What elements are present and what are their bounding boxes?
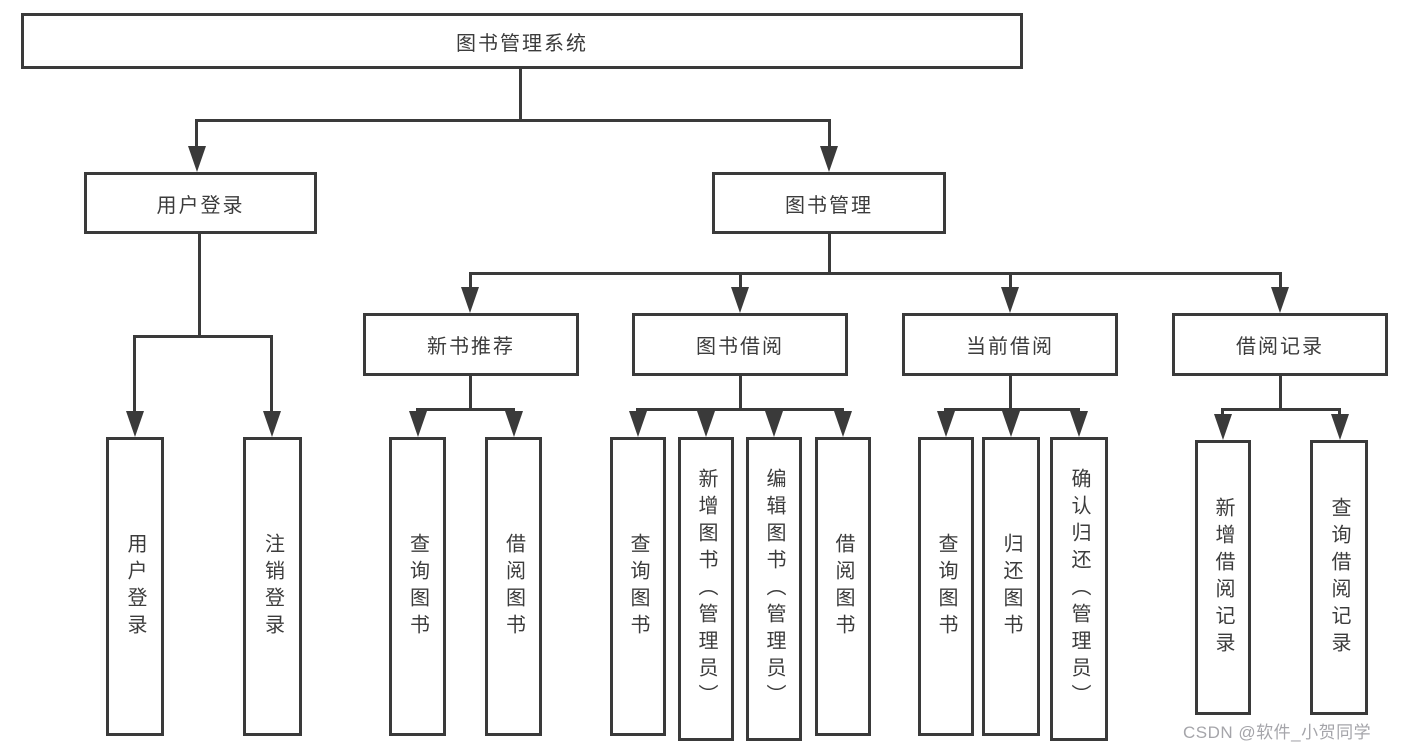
node-library-management-system: 图书管理系统 xyxy=(21,13,1023,69)
leaf-label: 新增借阅记录 xyxy=(1212,496,1234,659)
node-borrowing-records: 借阅记录 xyxy=(1172,313,1388,376)
node-label: 图书管理系统 xyxy=(456,32,588,55)
node-label: 借阅记录 xyxy=(1236,336,1324,358)
connector-to-user-login xyxy=(195,119,198,151)
leaf-label: 查询图书 xyxy=(406,532,429,641)
connector-to-borrow-records xyxy=(1279,272,1282,292)
connector-current-borrow-stem xyxy=(1009,376,1012,411)
connector-new-book-horizontal xyxy=(416,408,515,411)
arrow-to-leaf-logout xyxy=(263,411,281,437)
connector-to-leaf-logout xyxy=(270,335,273,415)
arrow-to-leaf-add-book xyxy=(697,411,715,437)
leaf-query-borrow-record: 查询借阅记录 xyxy=(1310,440,1368,715)
connector-to-current-borrow xyxy=(1009,272,1012,292)
arrow-to-leaf-confirm-return xyxy=(1070,411,1088,437)
node-book-borrowing: 图书借阅 xyxy=(632,313,848,376)
connector-root-horizontal xyxy=(195,119,831,122)
connector-book-mgmt-horizontal xyxy=(469,272,1282,275)
connector-book-mgmt-stem xyxy=(828,234,831,274)
leaf-label: 借阅图书 xyxy=(502,532,525,641)
arrow-to-current-borrow xyxy=(1001,287,1019,313)
connector-to-leaf-login xyxy=(133,335,136,415)
leaf-query-book-current: 查询图书 xyxy=(918,437,974,736)
watermark: CSDN @软件_小贺同学 xyxy=(1183,723,1372,742)
node-current-borrowing: 当前借阅 xyxy=(902,313,1118,376)
leaf-borrow-book-borrowing: 借阅图书 xyxy=(815,437,871,736)
arrow-to-leaf-borrow-book-2 xyxy=(834,411,852,437)
arrow-to-new-book xyxy=(461,287,479,313)
leaf-label: 新增图书（管理员） xyxy=(695,467,717,711)
arrow-to-book-management xyxy=(820,146,838,172)
leaf-return-book: 归还图书 xyxy=(982,437,1040,736)
arrow-to-leaf-return-book xyxy=(1002,411,1020,437)
leaf-user-login: 用户登录 xyxy=(106,437,164,736)
arrow-to-leaf-login xyxy=(126,411,144,437)
leaf-label: 查询图书 xyxy=(935,532,957,641)
node-book-management: 图书管理 xyxy=(712,172,946,234)
leaf-add-borrow-record: 新增借阅记录 xyxy=(1195,440,1251,715)
node-user-login: 用户登录 xyxy=(84,172,317,234)
leaf-label: 注销登录 xyxy=(261,532,284,641)
leaf-label: 查询图书 xyxy=(627,532,649,641)
arrow-to-leaf-query-book-1 xyxy=(409,411,427,437)
connector-book-borrow-horizontal xyxy=(636,408,844,411)
leaf-query-book-recommend: 查询图书 xyxy=(389,437,446,736)
leaf-label: 确认归还（管理员） xyxy=(1068,467,1090,711)
arrow-to-leaf-edit-book xyxy=(765,411,783,437)
connector-user-login-horizontal xyxy=(133,335,273,338)
leaf-edit-book-admin: 编辑图书（管理员） xyxy=(746,437,802,741)
node-label: 用户登录 xyxy=(156,194,245,217)
leaf-label: 用户登录 xyxy=(124,532,146,641)
node-label: 图书借阅 xyxy=(696,336,784,358)
arrow-to-user-login xyxy=(188,146,206,172)
leaf-logout: 注销登录 xyxy=(243,437,302,736)
leaf-label: 借阅图书 xyxy=(832,532,854,641)
arrow-to-book-borrow xyxy=(731,287,749,313)
connector-to-book-borrow xyxy=(739,272,742,292)
arrow-to-leaf-query-book-2 xyxy=(629,411,647,437)
arrow-to-borrow-records xyxy=(1271,287,1289,313)
connector-user-login-stem xyxy=(198,234,201,336)
arrow-to-leaf-borrow-book-1 xyxy=(505,411,523,437)
connector-root-stem xyxy=(519,68,522,122)
leaf-add-book-admin: 新增图书（管理员） xyxy=(678,437,734,741)
arrow-to-leaf-query-book-3 xyxy=(937,411,955,437)
leaf-borrow-book-recommend: 借阅图书 xyxy=(485,437,542,736)
connector-to-book-management xyxy=(828,119,831,151)
leaf-query-book-borrowing: 查询图书 xyxy=(610,437,666,736)
node-new-book-recommendation: 新书推荐 xyxy=(363,313,579,376)
leaf-confirm-return-admin: 确认归还（管理员） xyxy=(1050,437,1108,741)
connector-book-borrow-stem xyxy=(739,376,742,411)
node-label: 新书推荐 xyxy=(427,336,515,358)
leaf-label: 归还图书 xyxy=(1000,532,1022,641)
leaf-label: 查询借阅记录 xyxy=(1328,496,1350,659)
connector-to-new-book xyxy=(469,272,472,292)
connector-records-horizontal xyxy=(1221,408,1341,411)
connector-new-book-stem xyxy=(469,376,472,411)
node-label: 图书管理 xyxy=(785,194,873,217)
node-label: 当前借阅 xyxy=(966,336,1054,358)
connector-records-stem xyxy=(1279,376,1282,411)
arrow-to-leaf-query-record xyxy=(1331,414,1349,440)
leaf-label: 编辑图书（管理员） xyxy=(763,467,785,711)
arrow-to-leaf-add-record xyxy=(1214,414,1232,440)
